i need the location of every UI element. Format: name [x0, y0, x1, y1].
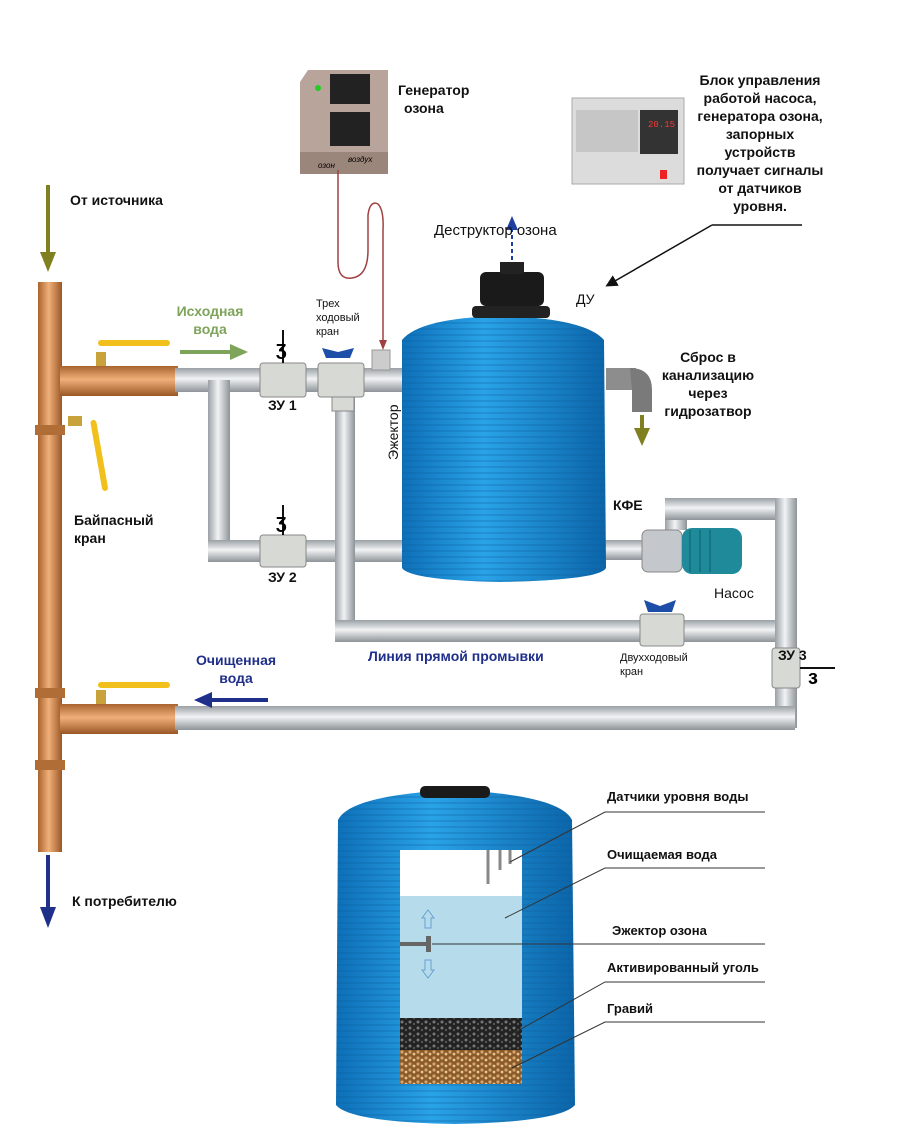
callout-lines	[432, 811, 765, 1069]
valve-zu3[interactable]: ɜ	[771, 647, 835, 689]
ozone-destructor	[472, 216, 550, 318]
section-label-ejector: Эжектор озона	[612, 923, 708, 938]
drain-elbow	[606, 368, 652, 446]
zu1-label: ЗУ 1	[268, 397, 297, 413]
inlet-valve-handle[interactable]	[96, 340, 170, 366]
generator-label-1: Генератор	[398, 82, 469, 98]
svg-text:ɜ: ɜ	[808, 667, 818, 689]
drain-label-1: Сброс в	[680, 349, 736, 365]
section-label-sensors: Датчики уровня воды	[607, 789, 748, 804]
ozone-generator: озон воздух	[300, 70, 388, 174]
drain-label-4: гидрозатвор	[664, 403, 751, 419]
clean-water-label-2: вода	[219, 670, 253, 686]
fan-icon	[330, 74, 370, 104]
section-label-carbon: Активированный уголь	[607, 960, 759, 975]
ozone-tube	[337, 170, 384, 345]
pump-label: Насос	[714, 585, 754, 601]
control-label-5: устройств	[724, 144, 795, 160]
activated-carbon-layer	[400, 1018, 522, 1052]
control-display: 20.15	[648, 120, 675, 130]
source-label: От источника	[70, 192, 163, 208]
raw-water-label-1: Исходная	[177, 303, 244, 319]
copper-outlet-branch	[60, 704, 178, 734]
copper-inlet-branch	[60, 366, 178, 396]
raw-water-arrow	[180, 344, 248, 360]
ejector-label: Эжектор	[385, 404, 401, 460]
three-way-label-3: кран	[316, 326, 339, 338]
generator-label-2: озона	[404, 100, 444, 116]
section-label-gravel: Гравий	[607, 1001, 653, 1016]
valve-zu2[interactable]: ʒ	[259, 505, 307, 568]
tank-cutaway	[336, 786, 575, 1124]
control-label-4: запорных	[726, 126, 795, 142]
three-way-valve[interactable]	[317, 348, 365, 412]
valve-zu1[interactable]: ʒ	[259, 330, 307, 398]
raw-water-label-2: вода	[193, 321, 227, 337]
svg-text:ʒ: ʒ	[276, 338, 287, 360]
control-label-3: генератора озона,	[697, 108, 822, 124]
copper-main-pipe	[38, 282, 62, 852]
port-air-label: воздух	[348, 155, 373, 164]
control-label-7: от датчиков	[718, 180, 802, 196]
clean-water-label-1: Очищенная	[196, 652, 276, 668]
signal-arrow	[605, 224, 802, 287]
control-panel: 20.15	[571, 97, 685, 185]
control-label-2: работой насоса,	[704, 90, 817, 106]
bypass-valve-handle[interactable]	[68, 416, 108, 491]
pump	[641, 528, 742, 574]
zu2-label: ЗУ 2	[268, 569, 297, 585]
three-way-label-2: ходовый	[316, 312, 360, 324]
drain-label-3: через	[688, 385, 727, 401]
control-label-1: Блок управления	[700, 72, 821, 88]
power-switch[interactable]	[660, 170, 667, 179]
drain-label-2: канализацию	[662, 367, 754, 383]
flush-line-label: Линия прямой промывки	[368, 648, 544, 664]
gravel-layer	[400, 1050, 522, 1084]
two-way-label-2: кран	[620, 666, 643, 678]
consumer-label: К потребителю	[72, 893, 177, 909]
clean-water-arrow	[194, 692, 268, 708]
zu3-label: ЗУ 3	[778, 647, 807, 663]
control-label-6: получает сигналы	[697, 162, 824, 178]
outlet-valve-handle[interactable]	[96, 682, 170, 704]
svg-text:ʒ: ʒ	[276, 511, 287, 533]
port-ozone-label: озон	[318, 161, 335, 170]
three-way-label-1: Трех	[316, 298, 340, 310]
du-label: ДУ	[576, 291, 595, 307]
bypass-label-1: Байпасный	[74, 512, 154, 528]
fan-icon	[330, 112, 370, 146]
source-arrow	[40, 185, 56, 272]
control-label-8: уровня.	[733, 198, 787, 214]
two-way-label-1: Двухходовый	[620, 652, 688, 664]
bypass-label-2: кран	[74, 530, 106, 546]
kfe-label: КФЕ	[613, 497, 643, 513]
main-tank	[402, 316, 606, 582]
section-label-water: Очищаемая вода	[607, 847, 718, 862]
two-way-valve[interactable]	[639, 600, 685, 647]
consumer-arrow	[40, 855, 56, 928]
destructor-label: Деструктор озона	[434, 222, 557, 239]
